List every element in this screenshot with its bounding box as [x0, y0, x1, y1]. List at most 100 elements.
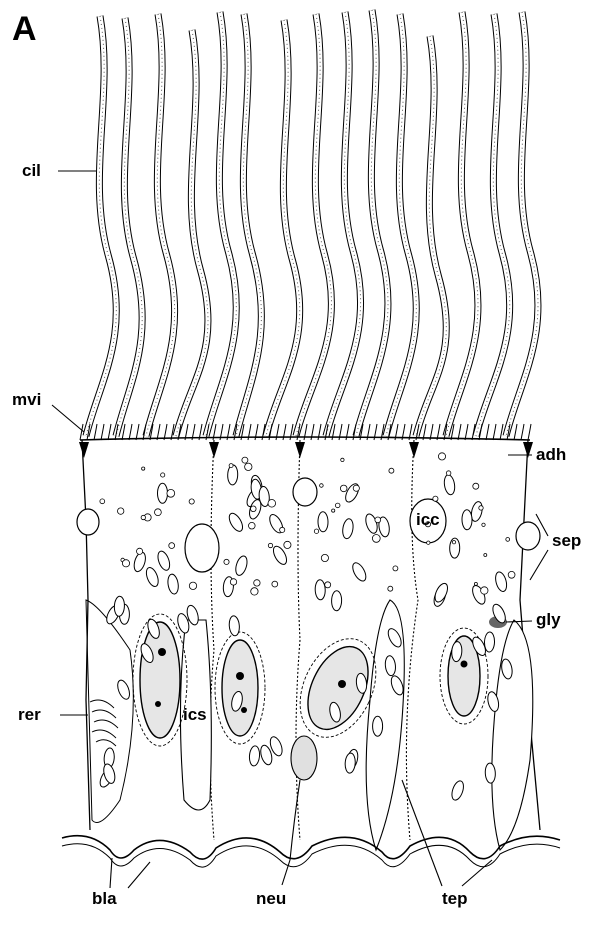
microvillus — [458, 424, 461, 440]
mitochondrion — [315, 580, 326, 600]
leader-bla-2 — [128, 862, 150, 888]
cilium — [326, 12, 361, 436]
vesicle — [433, 496, 438, 501]
vesicle — [251, 506, 257, 512]
cilium — [116, 18, 142, 436]
label-sep: sep — [552, 532, 581, 549]
label-rer: rer — [18, 706, 41, 723]
vesicle — [438, 453, 445, 460]
microvillus — [514, 424, 517, 440]
mitochondrion — [318, 512, 328, 532]
vesicle — [320, 484, 324, 488]
vesicle — [353, 485, 359, 491]
mitochondrion — [494, 571, 509, 593]
mitochondrion — [227, 465, 238, 485]
label-adh: adh — [536, 446, 566, 463]
microvillus — [80, 424, 83, 440]
vesicle — [155, 509, 162, 516]
vesicle — [427, 541, 430, 544]
cilium — [506, 12, 538, 436]
vesicle — [506, 538, 510, 542]
vesicle — [137, 548, 143, 554]
cilium — [446, 12, 478, 436]
mitochondrion — [341, 518, 354, 539]
leader-sep-2 — [530, 550, 548, 580]
vesicle — [508, 571, 515, 578]
adhering-junction — [295, 442, 305, 458]
vesicle — [482, 523, 485, 526]
vesicle — [141, 515, 145, 519]
vesicle — [341, 458, 344, 461]
leader-tep-1 — [402, 780, 442, 886]
vesicle — [230, 579, 236, 585]
label-tep: tep — [442, 890, 468, 907]
mitochondrion — [443, 474, 456, 495]
vesicle — [479, 506, 483, 510]
cilium — [326, 12, 361, 436]
vesicle — [242, 457, 248, 463]
vesicle — [375, 517, 381, 523]
microvillus — [122, 424, 125, 440]
vesicle — [224, 559, 229, 564]
cilia-group — [80, 10, 538, 440]
neuron-process — [290, 736, 317, 860]
vesicle — [481, 587, 488, 594]
vesicle — [332, 509, 335, 512]
lateral-membrane — [406, 440, 418, 840]
vesicle — [314, 529, 318, 533]
label-ics: ics — [183, 706, 207, 723]
microvillus — [129, 424, 132, 440]
panel-letter: A — [12, 12, 37, 46]
vesicle — [189, 582, 196, 589]
vesicle — [284, 541, 291, 548]
intercellular-cavity — [516, 522, 540, 550]
thin-epithelial-process — [492, 620, 533, 850]
cilium — [296, 14, 331, 436]
mitochondrion — [364, 513, 380, 535]
vesicle — [142, 467, 145, 470]
vesicle — [249, 522, 256, 529]
microvillus — [521, 424, 524, 440]
vesicle — [251, 588, 258, 595]
cilium — [296, 14, 331, 436]
intercellular-cavity — [77, 509, 99, 535]
vesicle — [325, 582, 331, 588]
vesicle — [335, 503, 340, 508]
label-gly: gly — [536, 611, 561, 628]
mitochondrion — [144, 566, 161, 588]
label-neu: neu — [256, 890, 286, 907]
adhering-junction — [79, 442, 89, 458]
intercellular-cavity — [293, 478, 317, 506]
microvillus — [465, 424, 468, 440]
vesicle — [321, 554, 328, 561]
nucleus — [133, 614, 187, 746]
intercellular-cavity — [185, 524, 219, 572]
leader-tep-2 — [462, 860, 492, 886]
vesicle — [268, 500, 276, 508]
microvillus — [94, 424, 97, 440]
cilium — [356, 10, 388, 436]
vesicle — [389, 468, 394, 473]
vesicle — [118, 508, 124, 514]
mitochondrion — [350, 561, 368, 583]
vesicle — [122, 560, 129, 567]
vesicle — [229, 464, 233, 468]
microvillus — [500, 424, 503, 440]
adhering-junction — [209, 442, 219, 458]
vesicle — [474, 582, 477, 585]
mitochondrion — [228, 615, 240, 636]
microvillus — [136, 424, 139, 440]
vesicle — [189, 499, 194, 504]
microvillus — [528, 424, 531, 440]
cilium — [476, 14, 510, 436]
vesicle — [340, 485, 347, 492]
vesicle — [169, 543, 175, 549]
mitochondrion — [373, 716, 383, 736]
microvillus — [486, 424, 489, 440]
mitochondrion — [462, 510, 472, 530]
mitochondrion — [167, 573, 180, 594]
cilium — [176, 30, 208, 436]
mitochondrion — [343, 482, 361, 504]
vesicle — [100, 499, 105, 504]
